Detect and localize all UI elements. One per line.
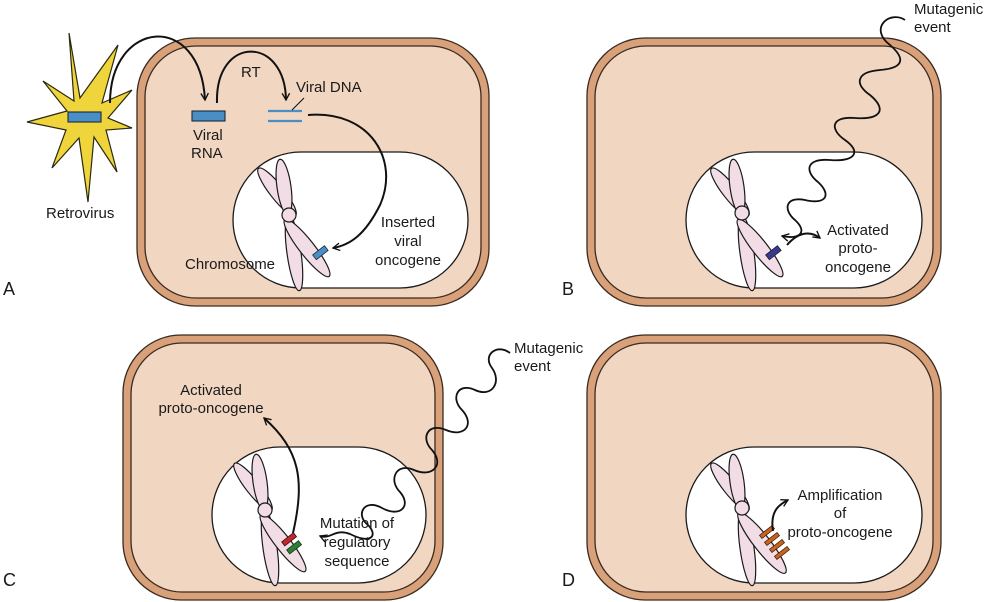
amplified-gene-band: [763, 532, 781, 546]
retrovirus-label: Retrovirus: [46, 205, 114, 222]
panel-letter-d: D: [562, 570, 575, 590]
mutagenic-event-label: event: [514, 358, 552, 375]
panel-letter-b: B: [562, 279, 574, 299]
activated-proto-oncogene-label: proto-: [838, 240, 877, 257]
amplified-gene-band: [773, 546, 791, 560]
rt-label: RT: [241, 64, 261, 81]
mutagenic-event-label: event: [914, 19, 952, 36]
amplification-label: proto-oncogene: [787, 524, 892, 541]
chromosome: [710, 453, 791, 587]
mutation-regulatory-label: sequence: [324, 553, 389, 570]
chromosome: [710, 158, 784, 292]
viral-rna-icon: [191, 110, 226, 122]
viral-dna-label: Viral DNA: [296, 79, 362, 96]
viral-rna-label: Viral: [193, 127, 223, 144]
inserted-oncogene-band: [312, 245, 329, 261]
panel-letter-a: A: [3, 279, 15, 299]
panel-a: Retrovirus Viral RNA RT Viral DNA Chromo…: [3, 32, 490, 307]
viral-rna-label: RNA: [191, 145, 223, 162]
reverse-transcription-arrow: [215, 50, 291, 104]
chromosome: [233, 453, 307, 587]
cell-d: [586, 334, 942, 601]
mutagenic-event-label: Mutagenic: [514, 340, 584, 357]
panel-letter-c: C: [3, 570, 16, 590]
integration-arrow: [307, 113, 388, 252]
mutagenic-event-label: Mutagenic: [914, 1, 984, 18]
mutation-regulatory-label: regulatory: [324, 534, 391, 551]
activation-arrow: [786, 230, 822, 246]
mutation-regulatory-label: Mutation of: [320, 515, 395, 532]
mutation-band-red: [281, 532, 298, 547]
retrovirus: [26, 32, 133, 203]
panel-d: Amplification of proto-oncogene D: [562, 334, 942, 601]
amplification-label: of: [834, 505, 847, 522]
cell-c: [122, 334, 444, 601]
entry-arrow: [109, 35, 209, 104]
inserted-oncogene-label: oncogene: [375, 252, 441, 269]
activated-proto-oncogene-label: oncogene: [825, 259, 891, 276]
viral-genome-icon: [67, 111, 102, 123]
activated-gene-band: [765, 245, 782, 261]
panel-c: Activated proto-oncogene Mutagenic event…: [3, 334, 584, 601]
activation-arrow: [262, 417, 300, 534]
chromosome: [257, 158, 331, 292]
activated-proto-oncogene-label: Activated: [180, 382, 242, 399]
inserted-oncogene-label: Inserted: [381, 214, 435, 231]
activated-proto-oncogene-label: Activated: [827, 222, 889, 239]
mutagenic-wave: [318, 348, 511, 543]
amplification-label: Amplification: [797, 487, 882, 504]
chromosome-label: Chromosome: [185, 256, 275, 273]
inserted-oncogene-label: viral: [394, 233, 422, 250]
amplified-gene-band: [768, 539, 786, 553]
mutagenic-wave: [780, 16, 906, 242]
cell-a: [136, 37, 490, 307]
panel-b: Mutagenic event Activated proto- oncogen…: [562, 1, 984, 307]
viral-dna-pointer: [291, 97, 305, 111]
mutation-band-green: [286, 540, 303, 555]
amplification-arrow: [771, 498, 790, 532]
activated-proto-oncogene-label: proto-oncogene: [158, 400, 263, 417]
